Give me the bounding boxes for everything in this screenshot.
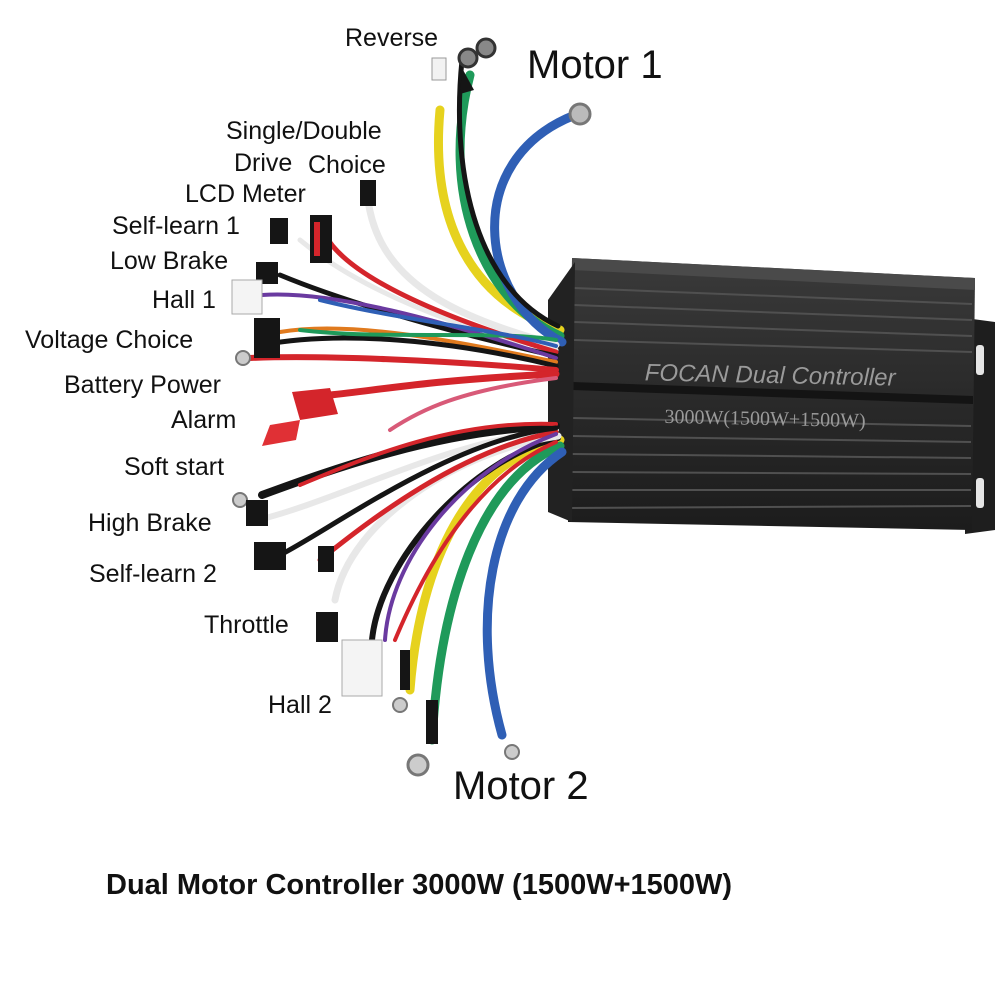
label-low-brake: Low Brake <box>110 247 229 275</box>
figure-caption: Dual Motor Controller 3000W (1500W+1500W… <box>106 869 733 901</box>
label-self-learn-2: Self-learn 2 <box>89 560 217 588</box>
label-drive: Drive <box>234 149 293 177</box>
label-choice: Choice <box>308 151 386 179</box>
label-hall-1: Hall 1 <box>152 286 216 314</box>
label-battery-power: Battery Power <box>64 371 222 399</box>
label-motor-2: Motor 2 <box>453 764 589 808</box>
label-lcd-meter: LCD Meter <box>185 180 306 208</box>
connectors <box>231 37 592 777</box>
housing-power-text: 3000W(1500W+1500W) <box>664 406 866 432</box>
lower-wire-bundle <box>255 421 567 745</box>
label-single-double: Single/Double <box>226 117 382 145</box>
label-throttle: Throttle <box>204 611 289 639</box>
controller-housing <box>548 258 995 534</box>
upper-wire-bundle <box>247 57 580 432</box>
label-voltage-choice: Voltage Choice <box>25 326 194 354</box>
label-hall-2: Hall 2 <box>268 691 332 719</box>
label-reverse: Reverse <box>345 24 439 52</box>
housing-brand-text: FOCAN Dual Controller <box>645 359 897 391</box>
label-motor-1: Motor 1 <box>527 43 663 87</box>
label-high-brake: High Brake <box>88 509 212 537</box>
label-alarm: Alarm <box>171 406 237 434</box>
label-self-learn-1: Self-learn 1 <box>112 212 240 240</box>
label-soft-start: Soft start <box>124 453 225 481</box>
